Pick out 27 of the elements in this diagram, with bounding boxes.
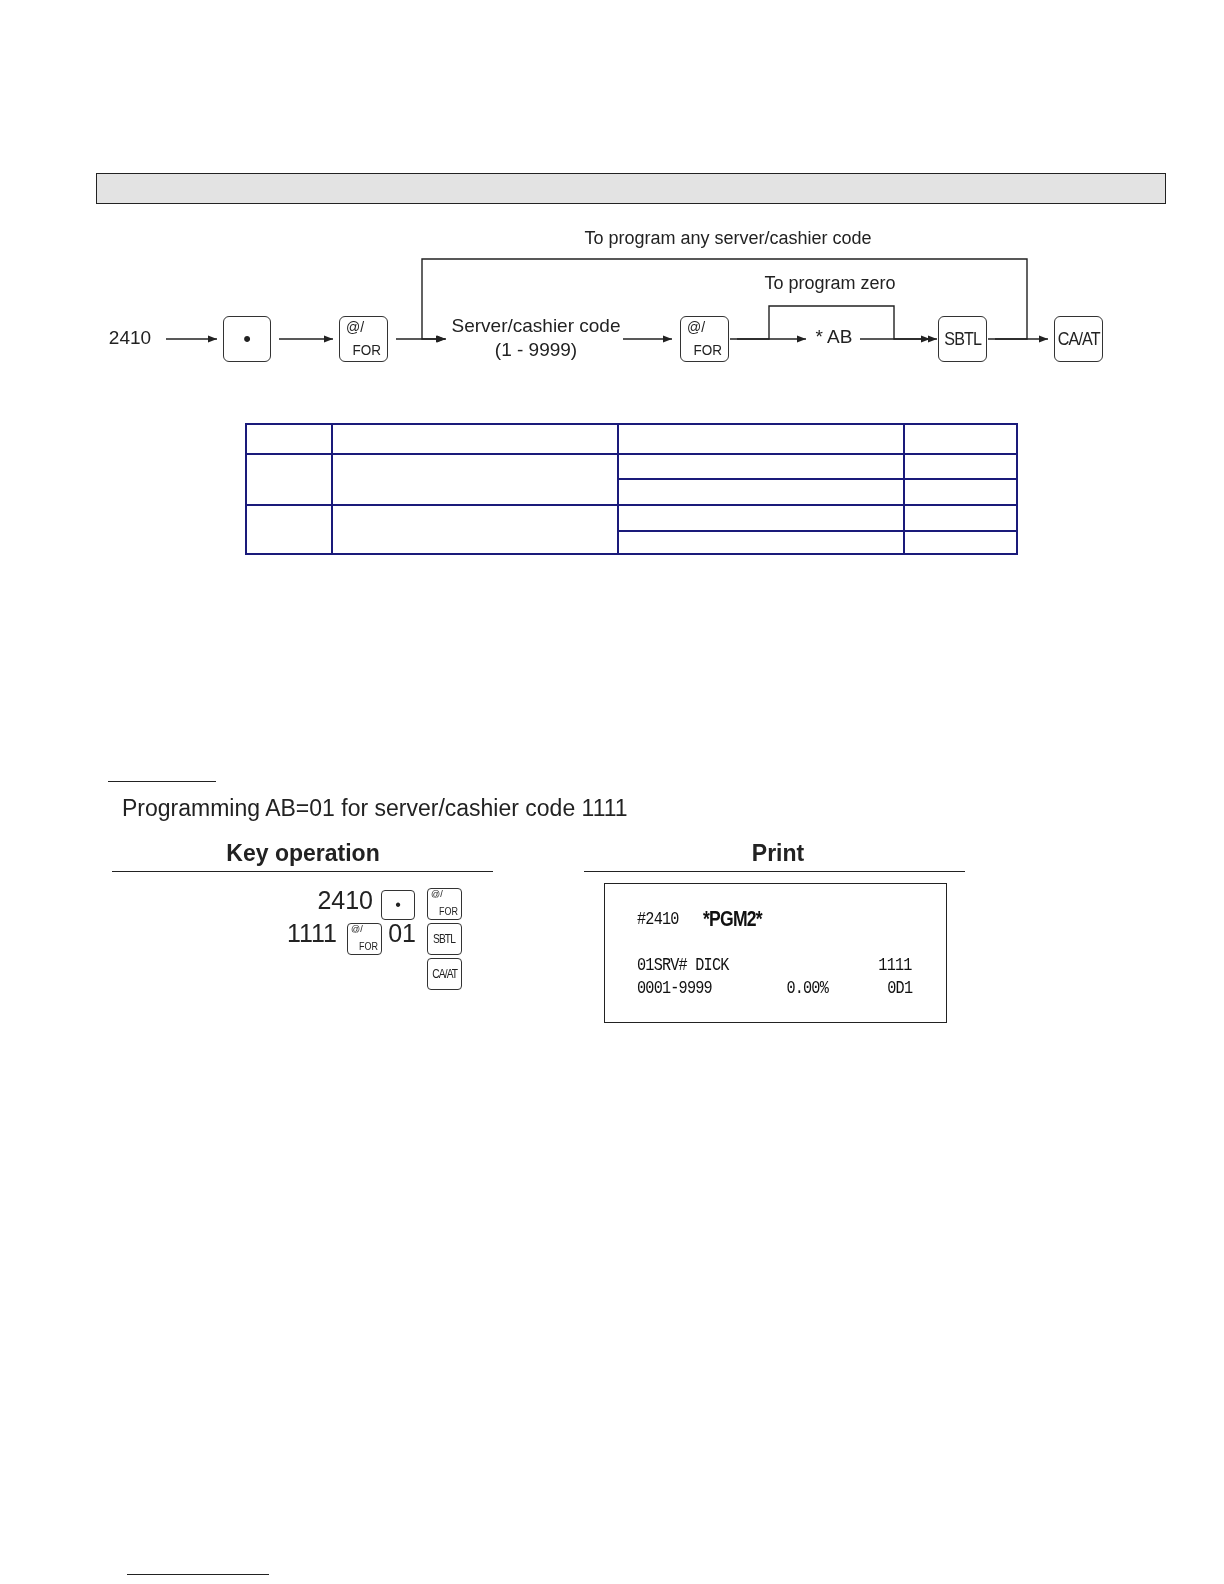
keyboard-key: @/ FOR — [347, 923, 382, 955]
printed-receipt: #2410 *PGM2* 01SRV# DICK 1111 0001-9999 0.00% 0D1 — [604, 883, 947, 1023]
keyboard-key: CA/AT — [427, 958, 462, 990]
key-sequence-number: 2410 — [317, 886, 373, 915]
column-heading: Key operation — [226, 840, 380, 867]
arrow — [622, 335, 673, 343]
instruction-text: Programming AB=01 for server/cashier code 1111 — [122, 795, 628, 822]
keyboard-key: SBTL — [427, 923, 462, 955]
column-heading: Print — [751, 840, 805, 867]
key-sequence-number: 1111 — [286, 919, 337, 948]
step-text: * AB — [810, 322, 858, 352]
arrow — [421, 258, 1028, 343]
edge-label: To program zero — [764, 273, 896, 294]
keyboard-key: @/ FOR — [680, 316, 729, 362]
key-sequence-number: 01 — [388, 919, 416, 948]
keyboard-key: SBTL — [938, 316, 987, 362]
keyboard-key: • — [381, 890, 415, 920]
keyboard-key: • — [223, 316, 271, 362]
arrow — [729, 305, 938, 343]
edge-label: To program any server/cashier code — [584, 228, 872, 249]
keyboard-key: CA/AT — [1054, 316, 1103, 362]
step-text: Server/cashier code (1 - 9999) — [447, 312, 625, 364]
keyboard-key: @/ FOR — [339, 316, 388, 362]
step-text: 2410 — [100, 320, 160, 356]
keyboard-key: @/ FOR — [427, 888, 462, 920]
arrow — [278, 335, 334, 343]
arrow — [165, 335, 218, 343]
